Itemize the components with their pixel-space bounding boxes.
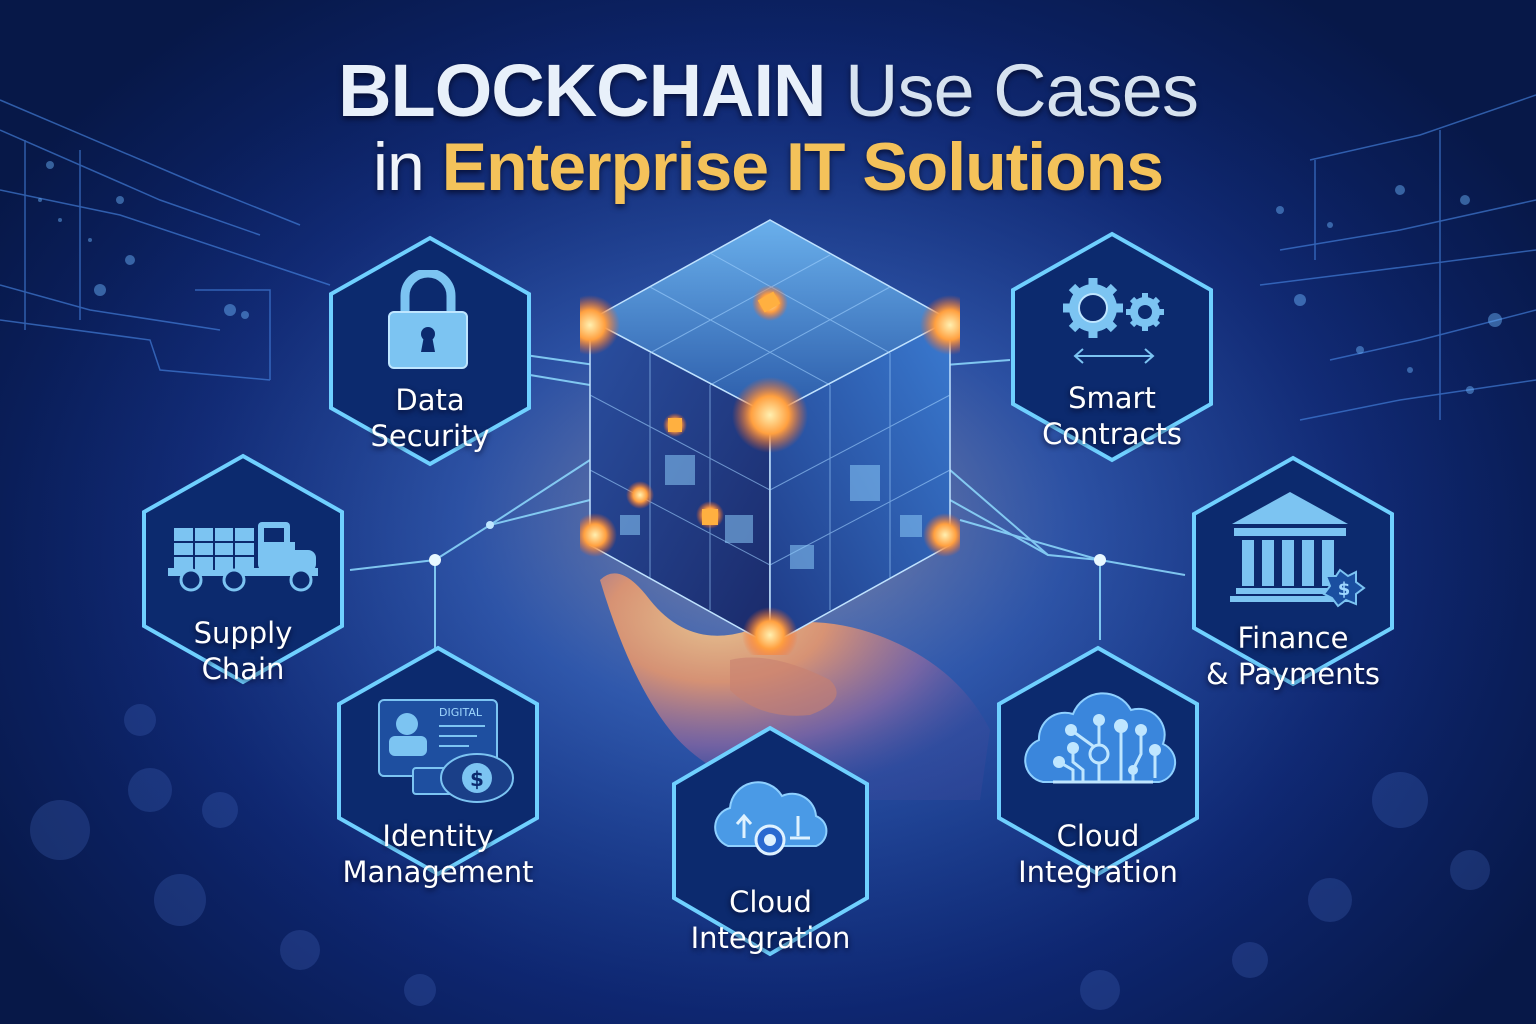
card-cloud-integration-upload[interactable]: Cloud Integration [668, 722, 873, 962]
truck-icon [168, 522, 318, 592]
card-smart-contracts[interactable]: Smart Contracts [1007, 228, 1217, 468]
title-use-cases: Use Cases [845, 49, 1199, 132]
card-label: Smart Contracts [1042, 381, 1182, 451]
svg-text:DIGITAL: DIGITAL [439, 706, 483, 719]
open-hand [600, 573, 990, 800]
title-line-2: in Enterprise IT Solutions [0, 128, 1536, 206]
cloud-network-icon [1024, 692, 1177, 784]
title-blockchain: BLOCKCHAIN [338, 49, 826, 132]
svg-text:$: $ [470, 767, 484, 791]
blockchain-cube-icon [580, 219, 960, 655]
card-finance-payments[interactable]: $ Finance & Payments [1188, 452, 1398, 692]
card-cloud-integration-network[interactable]: Cloud Integration [993, 642, 1203, 889]
hex-frame [1011, 231, 1213, 463]
title-in: in [372, 129, 425, 205]
digital-id-card-icon: DIGITAL $ [378, 699, 514, 803]
title-enterprise-it-solutions: Enterprise IT Solutions [441, 129, 1164, 205]
card-label: Identity Management [342, 819, 534, 889]
title-line-1: BLOCKCHAIN Use Cases [0, 48, 1536, 133]
card-label: Cloud Integration [1018, 819, 1178, 889]
card-data-security[interactable]: Data Security [325, 232, 535, 472]
card-label: Supply Chain [193, 616, 293, 686]
bank-icon: $ [1230, 492, 1366, 608]
svg-text:$: $ [1338, 579, 1351, 600]
card-identity-management[interactable]: DIGITAL $ Identity Management [333, 642, 543, 889]
card-label: Cloud Integration [690, 885, 851, 955]
card-label: Data Security [370, 383, 490, 453]
padlock-icon [388, 270, 468, 369]
card-supply-chain[interactable]: Supply Chain [138, 450, 348, 690]
card-label: Finance & Payments [1206, 621, 1380, 691]
gears-icon [1063, 278, 1164, 364]
cloud-upload-icon [714, 781, 828, 856]
